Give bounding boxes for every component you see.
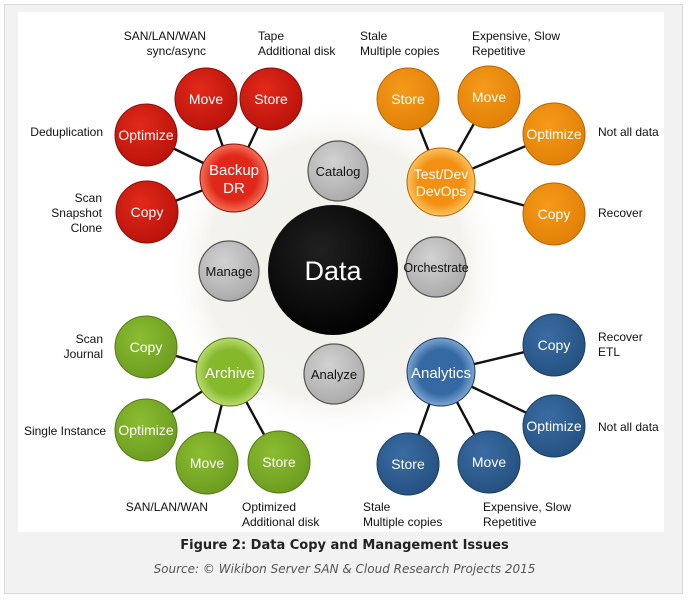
note-backup-san: SAN/LAN/WAN	[124, 29, 206, 43]
figure-caption-source: Source: © Wikibon Server SAN & Cloud Res…	[153, 562, 536, 576]
manage-label: Manage	[206, 264, 253, 279]
note-archive-journal: Journal	[64, 347, 103, 361]
backup-copy-label: Copy	[131, 204, 164, 220]
backup-hub-label-2: DR	[223, 180, 245, 197]
testdev-hub-label-1: Test/Dev	[414, 166, 468, 182]
note-analytics-etl: ETL	[598, 345, 620, 359]
diagram-canvas: Catalog Manage Orchestrate Analyze Data …	[24, 29, 659, 529]
note-testdev-repetitive: Repetitive	[472, 44, 526, 58]
testdev-hub-label-2: DevOps	[416, 183, 467, 199]
note-analytics-multiple: Multiple copies	[363, 515, 442, 529]
archive-store-label: Store	[262, 454, 296, 470]
data-node: Data	[268, 205, 398, 335]
diagram-panel: Catalog Manage Orchestrate Analyze Data …	[18, 12, 664, 532]
orchestrate-label: Orchestrate	[403, 261, 468, 275]
note-backup-sync: sync/async	[147, 44, 206, 58]
testdev-store-label: Store	[391, 91, 425, 107]
analytics-hub-label: Analytics	[411, 365, 471, 382]
note-testdev-not-all-data: Not all data	[598, 125, 659, 139]
note-testdev-stale: Stale	[360, 29, 388, 43]
note-backup-snapshot: Snapshot	[51, 206, 102, 220]
archive-cluster: Copy Optimize Move Store Archive	[114, 315, 311, 495]
figure-caption-title: Figure 2: Data Copy and Management Issue…	[180, 538, 509, 553]
note-backup-scan: Scan	[75, 191, 102, 205]
note-backup-clone: Clone	[71, 221, 103, 235]
catalog-label: Catalog	[316, 164, 361, 179]
analyze-node: Analyze	[303, 343, 365, 405]
backup-optimize-label: Optimize	[118, 127, 173, 143]
note-analytics-repetitive: Repetitive	[483, 515, 537, 529]
analytics-optimize-label: Optimize	[526, 418, 581, 434]
backup-store-label: Store	[254, 91, 288, 107]
archive-optimize-label: Optimize	[118, 422, 173, 438]
testdev-cluster: Store Move Optimize Copy Test/Dev DevOps	[376, 65, 586, 246]
backup-move-label: Move	[189, 91, 223, 107]
note-archive-scan: Scan	[76, 332, 103, 346]
note-analytics-stale: Stale	[363, 500, 391, 514]
analytics-move-label: Move	[472, 454, 506, 470]
orchestrate-node: Orchestrate	[403, 236, 469, 298]
note-testdev-recover: Recover	[598, 206, 643, 220]
testdev-copy-label: Copy	[538, 206, 571, 222]
note-analytics-expensive: Expensive, Slow	[483, 500, 571, 514]
analyze-label: Analyze	[311, 367, 357, 382]
note-testdev-multiple: Multiple copies	[360, 44, 439, 58]
backup-cluster: Move Store Optimize Copy Backup DR	[114, 67, 303, 244]
note-deduplication: Deduplication	[30, 125, 103, 139]
analytics-copy-label: Copy	[538, 337, 571, 353]
note-analytics-not-all-data: Not all data	[598, 420, 659, 434]
archive-copy-label: Copy	[130, 339, 163, 355]
testdev-move-label: Move	[472, 89, 506, 105]
archive-hub-label: Archive	[205, 365, 255, 382]
note-archive-optimized: Optimized	[242, 500, 296, 514]
note-archive-san: SAN/LAN/WAN	[126, 500, 208, 514]
note-archive-additional-disk: Additional disk	[242, 515, 320, 529]
data-label: Data	[304, 256, 362, 286]
note-analytics-recover: Recover	[598, 330, 643, 344]
note-backup-additional-disk: Additional disk	[258, 44, 336, 58]
note-backup-tape: Tape	[258, 29, 284, 43]
backup-hub-label-1: Backup	[209, 162, 259, 179]
analytics-cluster: Copy Optimize Store Move Analytics	[376, 313, 586, 496]
catalog-node: Catalog	[307, 140, 369, 202]
analytics-store-label: Store	[391, 456, 425, 472]
manage-node: Manage	[198, 240, 260, 302]
archive-move-label: Move	[190, 455, 224, 471]
testdev-optimize-label: Optimize	[526, 126, 581, 142]
note-archive-single-instance: Single Instance	[24, 424, 106, 438]
note-testdev-expensive: Expensive, Slow	[472, 29, 560, 43]
